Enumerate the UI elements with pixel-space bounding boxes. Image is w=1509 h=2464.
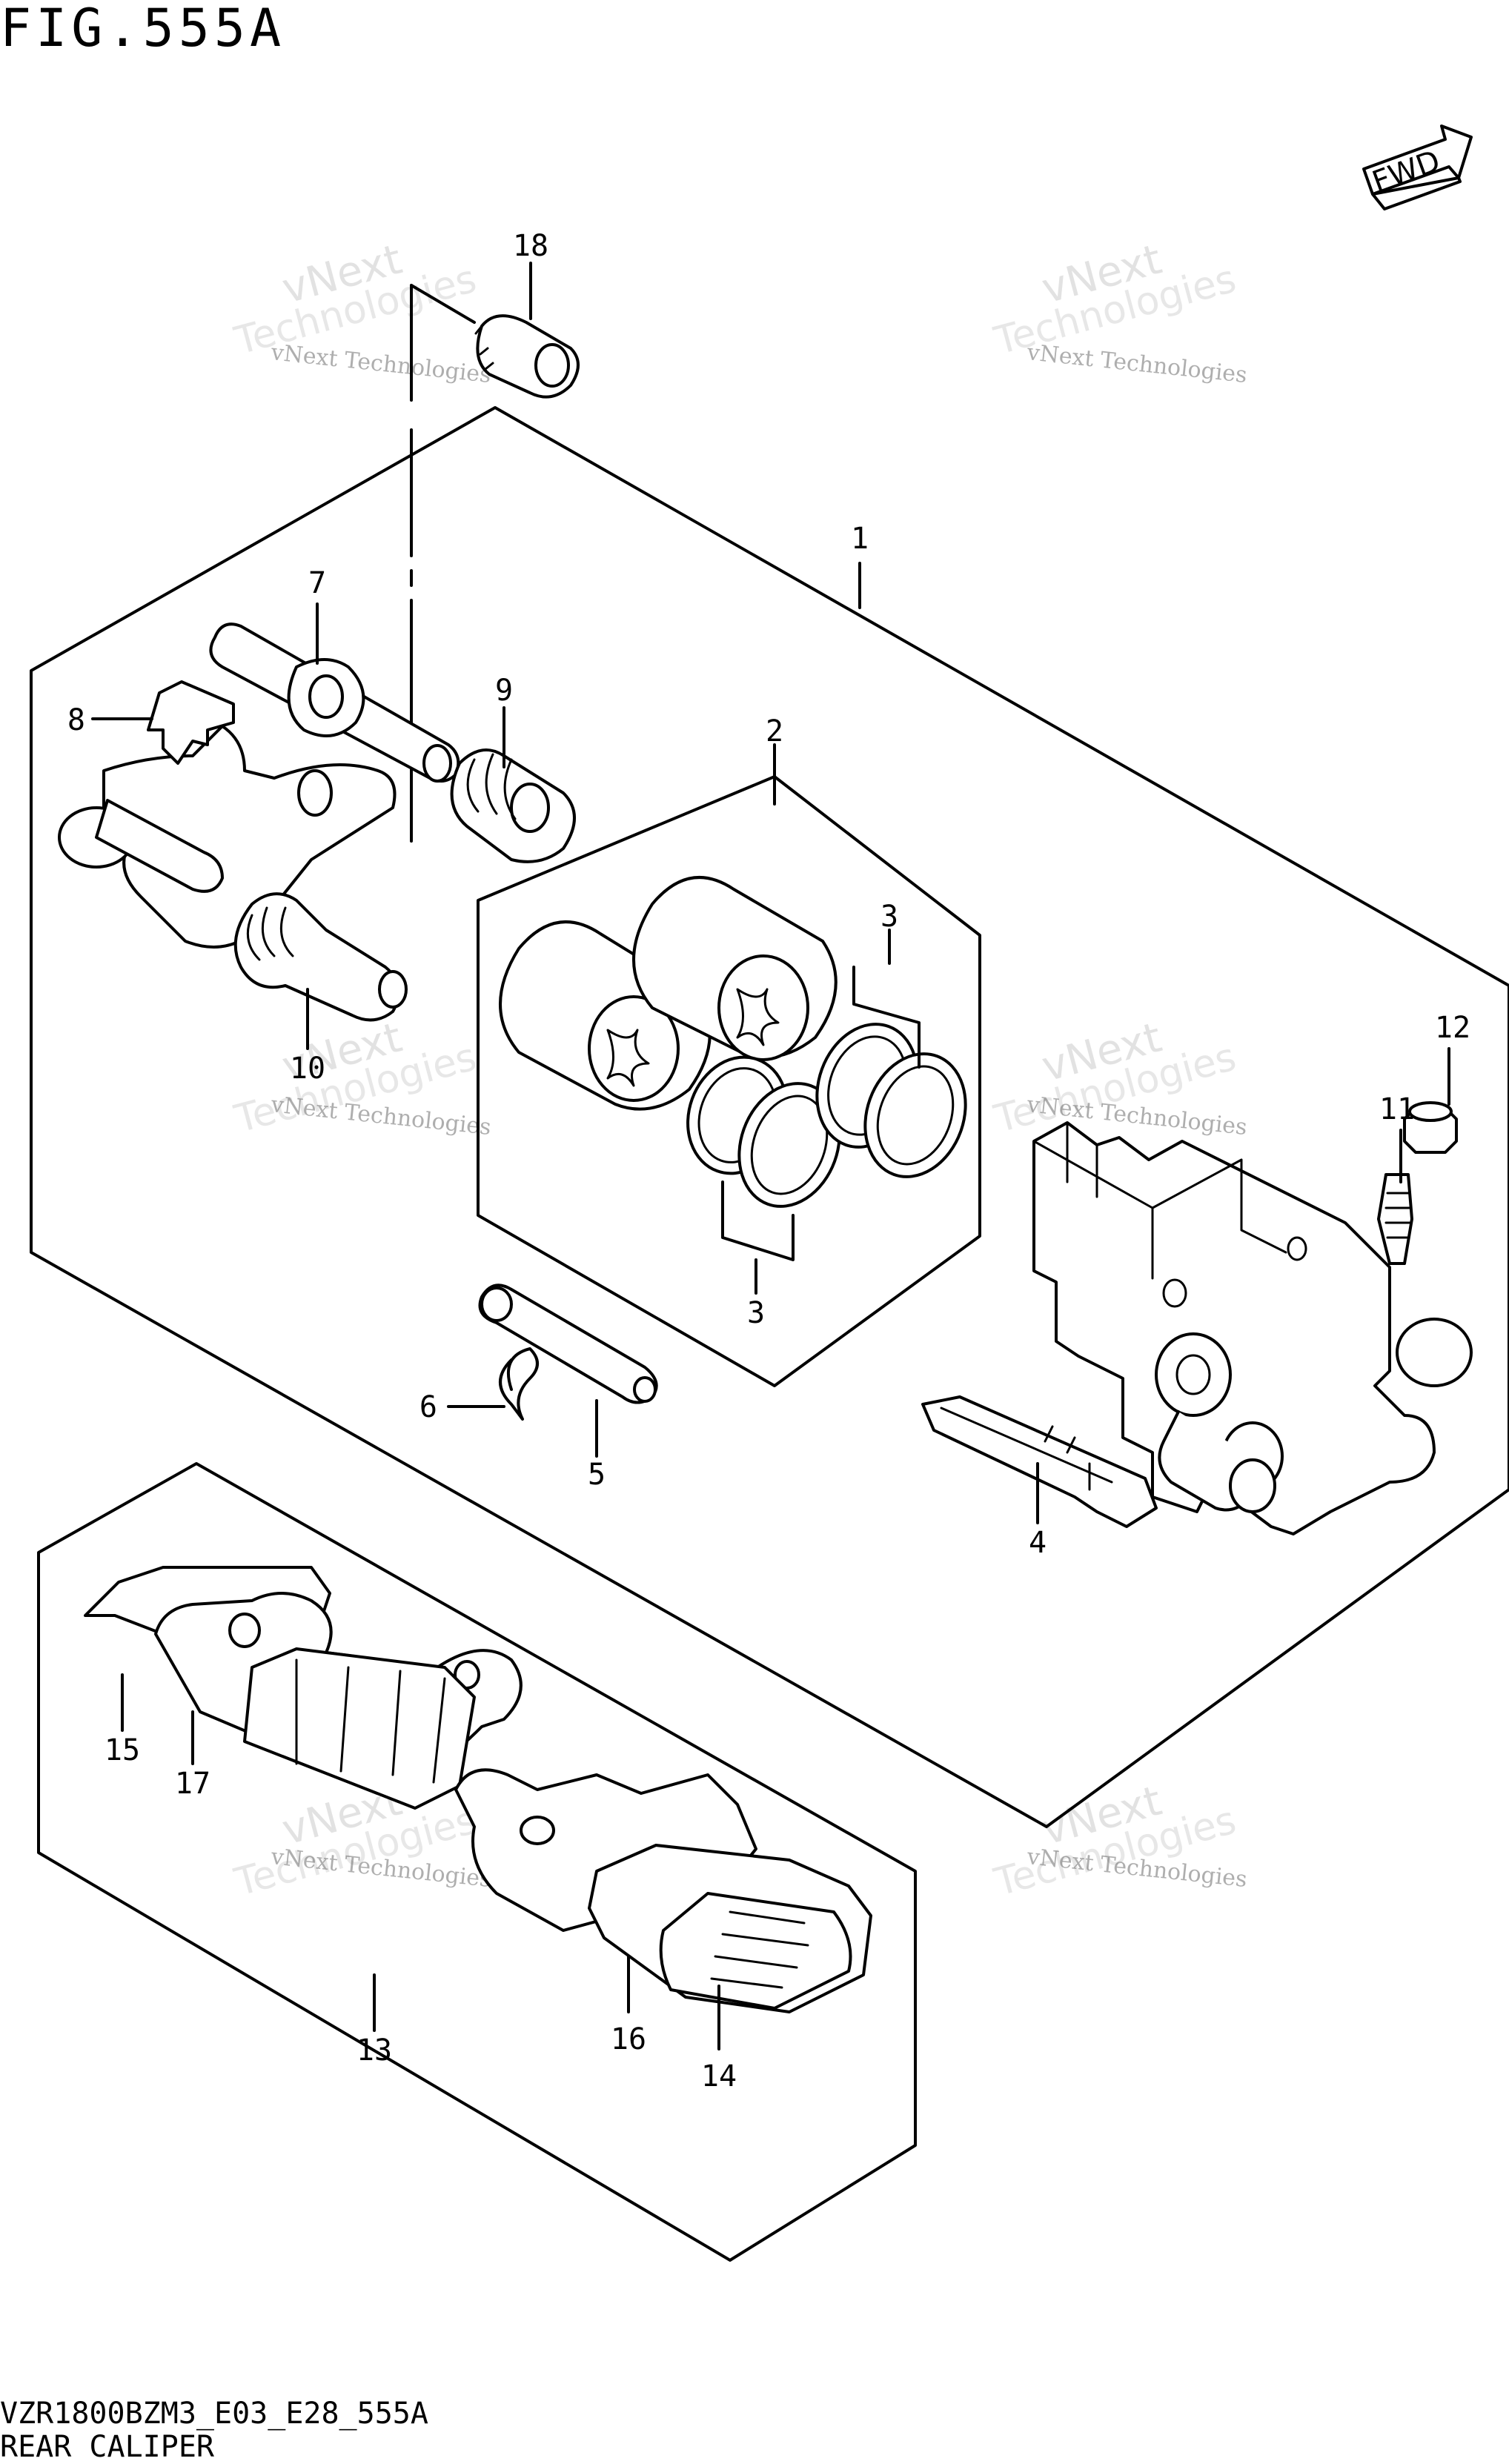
part-12-bleeder-cap xyxy=(1403,1101,1458,1154)
callout-11: 11 xyxy=(1379,1092,1415,1126)
part-3-seals xyxy=(686,966,967,1261)
part-11-bleeder-screw xyxy=(1377,1173,1413,1265)
part-18-cap xyxy=(474,314,580,399)
caliper-assembly-outline xyxy=(30,406,1509,1828)
watermark-text: vNext Technologies xyxy=(269,339,492,388)
callout-9: 9 xyxy=(495,674,513,708)
callout-4: 4 xyxy=(1029,1526,1047,1560)
part-bracket xyxy=(58,725,397,949)
callout-5: 5 xyxy=(588,1458,606,1492)
fwd-arrow-icon: FWD xyxy=(1362,124,1473,210)
callout-7: 7 xyxy=(308,566,326,600)
callout-8: 8 xyxy=(67,703,85,737)
leader-lines xyxy=(91,262,1450,2050)
callout-3-lower: 3 xyxy=(747,1296,765,1330)
callout-14: 14 xyxy=(701,2059,737,2093)
callout-6: 6 xyxy=(419,1390,437,1424)
caliper-body xyxy=(1032,1121,1473,1535)
part-10-pin-boot xyxy=(233,892,408,1022)
part-9-dust-boot xyxy=(450,748,576,863)
callout-12: 12 xyxy=(1435,1011,1470,1045)
figure-caption: REAR CALIPER xyxy=(0,2430,215,2460)
callout-10: 10 xyxy=(290,1052,325,1086)
callout-16: 16 xyxy=(611,2022,646,2056)
figure-title: FIG.555A xyxy=(0,0,285,59)
part-8-pad-spring xyxy=(147,680,235,765)
mounting-axis xyxy=(410,284,476,843)
callout-17: 17 xyxy=(175,1767,210,1801)
callout-15: 15 xyxy=(105,1733,140,1767)
callout-2: 2 xyxy=(766,714,783,748)
part-15-brake-pad xyxy=(243,1647,476,1810)
piston-set-outline xyxy=(477,775,981,1387)
model-code: VZR1800BZM3_E03_E28_555A xyxy=(0,2397,428,2431)
watermark-text: vNext Technologies xyxy=(1025,339,1248,388)
part-7-slide-pin xyxy=(209,622,460,783)
pad-set-outline xyxy=(37,1462,917,2262)
callout-18: 18 xyxy=(513,229,548,263)
part-2-pistons xyxy=(499,876,838,1111)
part-14-brake-pad xyxy=(588,1844,872,2013)
part-4-pad-retainer xyxy=(921,1395,1158,1528)
callout-3-upper: 3 xyxy=(880,900,898,934)
part-5-pin xyxy=(478,1284,658,1404)
callout-labels: 1 2 3 3 4 5 6 7 8 9 10 11 12 13 14 15 16… xyxy=(67,229,1470,2093)
callout-1: 1 xyxy=(851,522,869,556)
part-6-clip xyxy=(499,1347,539,1421)
callout-13: 13 xyxy=(356,2033,392,2068)
